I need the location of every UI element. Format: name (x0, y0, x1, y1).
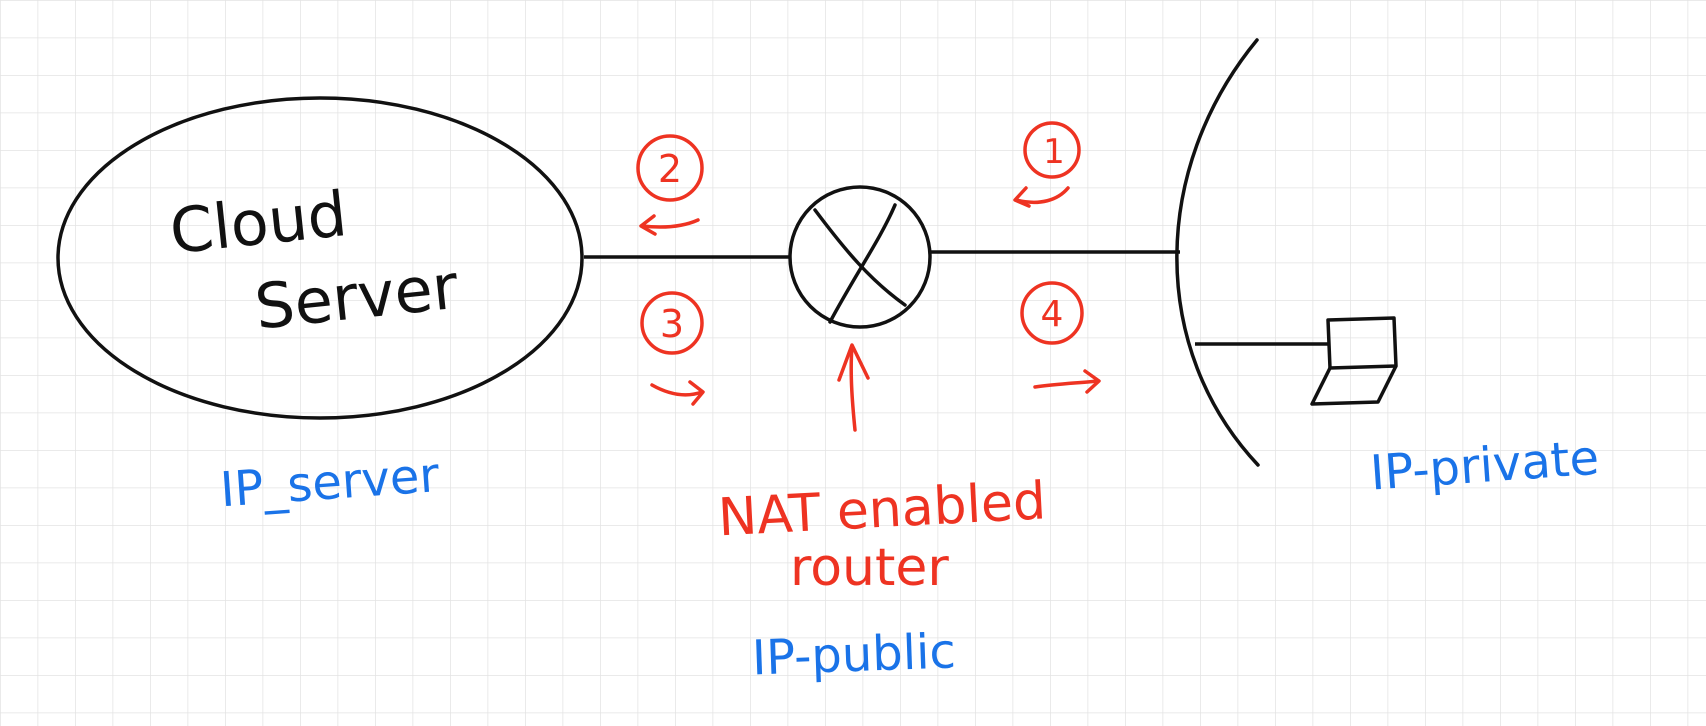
cloud-server-ellipse (56, 96, 584, 420)
ip-public-label: IP-public (751, 623, 957, 686)
nat-router-label-line2: router (790, 538, 949, 598)
router-x-icon (788, 185, 932, 329)
step-3-marker: 3 (640, 291, 705, 406)
private-network-bus (1175, 38, 1260, 467)
step-1-number: 1 (1043, 132, 1065, 172)
laptop-icon (1310, 316, 1398, 406)
step-2-marker: 2 (636, 134, 704, 236)
step-2-number: 2 (658, 147, 682, 191)
step-4-number: 4 (1041, 294, 1064, 335)
router-pointer-arrow (837, 343, 870, 432)
step-3-number: 3 (660, 302, 684, 346)
step-4-marker: 4 (1020, 281, 1101, 394)
step-1-marker: 1 (1013, 121, 1081, 208)
